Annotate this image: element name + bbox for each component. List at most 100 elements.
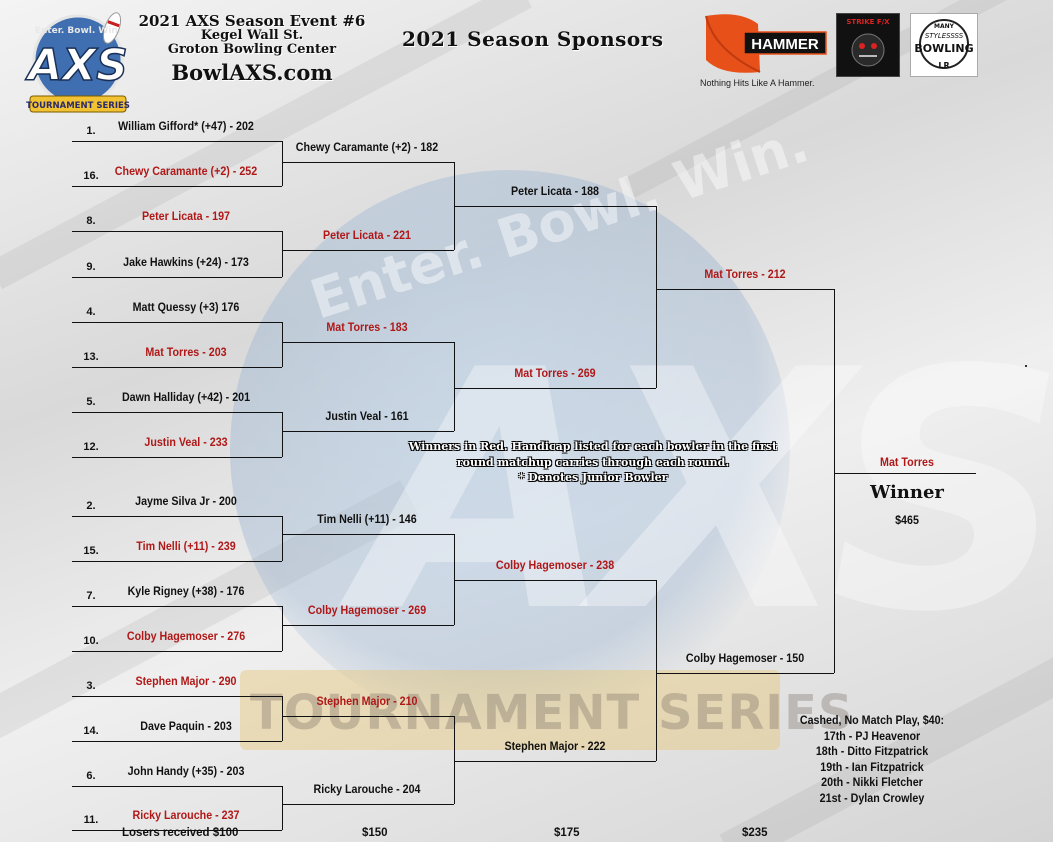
bowler-round1: Matt Quessy (+3) 176: [132, 302, 240, 314]
bracket-line: [656, 289, 834, 291]
seed-number: 1.: [86, 125, 96, 137]
seed-number: 2.: [86, 500, 96, 512]
prize-round1: Losers received $100: [122, 827, 239, 839]
strike-fx-logo: STRIKE F/X: [836, 13, 900, 77]
bracket-line: [454, 761, 656, 763]
seed-number: 8.: [86, 215, 96, 227]
bowler-round4: Colby Hagemoser - 150: [685, 653, 805, 665]
svg-text:LR: LR: [938, 61, 949, 70]
seed-number: 15.: [83, 545, 99, 557]
bowler-round3: Mat Torres - 269: [514, 368, 596, 380]
bowler-round2: Colby Hagemoser - 269: [307, 605, 427, 617]
cashed-entry: 18th - Ditto Fitzpatrick: [815, 746, 929, 759]
bowler-round3: Colby Hagemoser - 238: [495, 560, 615, 572]
bracket-line: [282, 534, 454, 536]
bracket-line: [282, 431, 454, 433]
bowler-round4: Mat Torres - 212: [704, 269, 786, 281]
bracket-line: [72, 412, 282, 414]
event-title: 2021 AXS Season Event #6: [138, 12, 366, 30]
seed-number: 13.: [83, 351, 99, 363]
bowler-round1: Jayme Silva Jr - 200: [135, 496, 237, 508]
bracket-line: [282, 804, 454, 806]
bracket-line: [454, 534, 456, 625]
champion-prize: $465: [895, 515, 919, 527]
seed-number: 5.: [86, 396, 96, 408]
bracket-line: [72, 186, 282, 188]
champion-name: Mat Torres: [880, 457, 934, 469]
bowler-round1: Stephen Major - 290: [135, 676, 237, 688]
prize-round4: $235: [742, 827, 768, 839]
bracket-line: [72, 457, 282, 459]
bracket-line: [282, 322, 284, 367]
bowler-round1: William Gifford* (+47) - 202: [118, 121, 254, 133]
svg-text:STYLESSSS: STYLESSSS: [925, 32, 964, 40]
bracket-line: [834, 473, 976, 475]
bowler-round2: Stephen Major - 210: [316, 696, 418, 708]
watermark-band-text: TOURNAMENT SERIES: [250, 685, 854, 741]
bowler-round1: Dave Paquin - 203: [140, 721, 232, 733]
stray-mark: [1025, 365, 1027, 367]
note-junior: * Denotes Junior Bowler: [518, 471, 668, 484]
bowler-round2: Mat Torres - 183: [326, 322, 408, 334]
bracket-line: [72, 830, 282, 832]
bowler-round1: Tim Nelli (+11) - 239: [136, 541, 236, 553]
bracket-line: [282, 250, 454, 252]
seed-number: 10.: [83, 635, 99, 647]
logo-tagline: Enter. Bowl. Win.: [35, 26, 122, 36]
bracket-line: [834, 289, 836, 673]
logo-banner: TOURNAMENT SERIES: [26, 101, 130, 111]
bracket-line: [72, 277, 282, 279]
axs-logo: Enter. Bowl. Win. AXS TOURNAMENT SERIES: [24, 12, 130, 113]
bracket-line: [656, 580, 658, 761]
prize-round2: $150: [362, 827, 388, 839]
bracket-line: [72, 561, 282, 563]
seed-number: 4.: [86, 306, 96, 318]
logo-letters: AXS: [25, 40, 128, 91]
bowler-round1: Ricky Larouche - 237: [132, 810, 240, 822]
cashed-entry: 21st - Dylan Crowley: [819, 792, 925, 805]
site-url[interactable]: BowlAXS.com: [171, 60, 333, 85]
bowler-round1: Chewy Caramante (+2) - 252: [114, 166, 258, 178]
event-pattern: Kegel Wall St.: [200, 28, 304, 43]
bowler-round1: John Handy (+35) - 203: [127, 766, 245, 778]
bracket-line: [454, 206, 656, 208]
bracket-line: [72, 606, 282, 608]
sponsors-title: 2021 Season Sponsors: [402, 27, 664, 51]
champion-label: Winner: [870, 482, 944, 503]
note-winners: Winners in Red. Handicap listed for each…: [408, 440, 778, 453]
prize-round3: $175: [554, 827, 580, 839]
seed-number: 12.: [83, 441, 99, 453]
bracket-line: [282, 342, 454, 344]
bowler-round1: Kyle Rigney (+38) - 176: [127, 586, 245, 598]
bowler-round1: Justin Veal - 233: [144, 437, 228, 449]
bracket-line: [72, 696, 282, 698]
hammer-tagline: Nothing Hits Like A Hammer.: [700, 78, 815, 88]
bowler-round3: Peter Licata - 188: [510, 186, 599, 198]
seed-number: 3.: [86, 680, 96, 692]
watermark-circle: [230, 170, 790, 730]
many-styles-bowling-logo: MANY STYLESSSS BOWLING LR: [910, 13, 978, 77]
bracket-line: [282, 231, 284, 277]
svg-text:MANY: MANY: [934, 23, 955, 30]
hammer-logo-text: HAMMER: [751, 36, 819, 53]
bracket-line: [282, 696, 284, 741]
cashed-entry: 20th - Nikki Fletcher: [821, 777, 923, 790]
bracket-line: [72, 367, 282, 369]
seed-number: 14.: [83, 725, 99, 737]
bracket-line: [282, 516, 284, 561]
bracket-line: [282, 141, 284, 186]
strike-fx-name: STRIKE F/X: [846, 18, 890, 26]
seed-number: 9.: [86, 261, 96, 273]
event-venue: Groton Bowling Center: [167, 42, 337, 57]
watermark-band: [240, 670, 780, 750]
bracket-line: [454, 388, 656, 390]
seed-number: 16.: [83, 170, 99, 182]
bowler-round1: Dawn Halliday (+42) - 201: [121, 392, 251, 404]
bowler-round2: Ricky Larouche - 204: [313, 784, 421, 796]
bracket-line: [282, 606, 284, 651]
bracket-line: [72, 322, 282, 324]
bowler-round1: Peter Licata - 197: [141, 211, 230, 223]
bracket-line: [72, 651, 282, 653]
watermark-letters: AXS: [360, 300, 1053, 684]
